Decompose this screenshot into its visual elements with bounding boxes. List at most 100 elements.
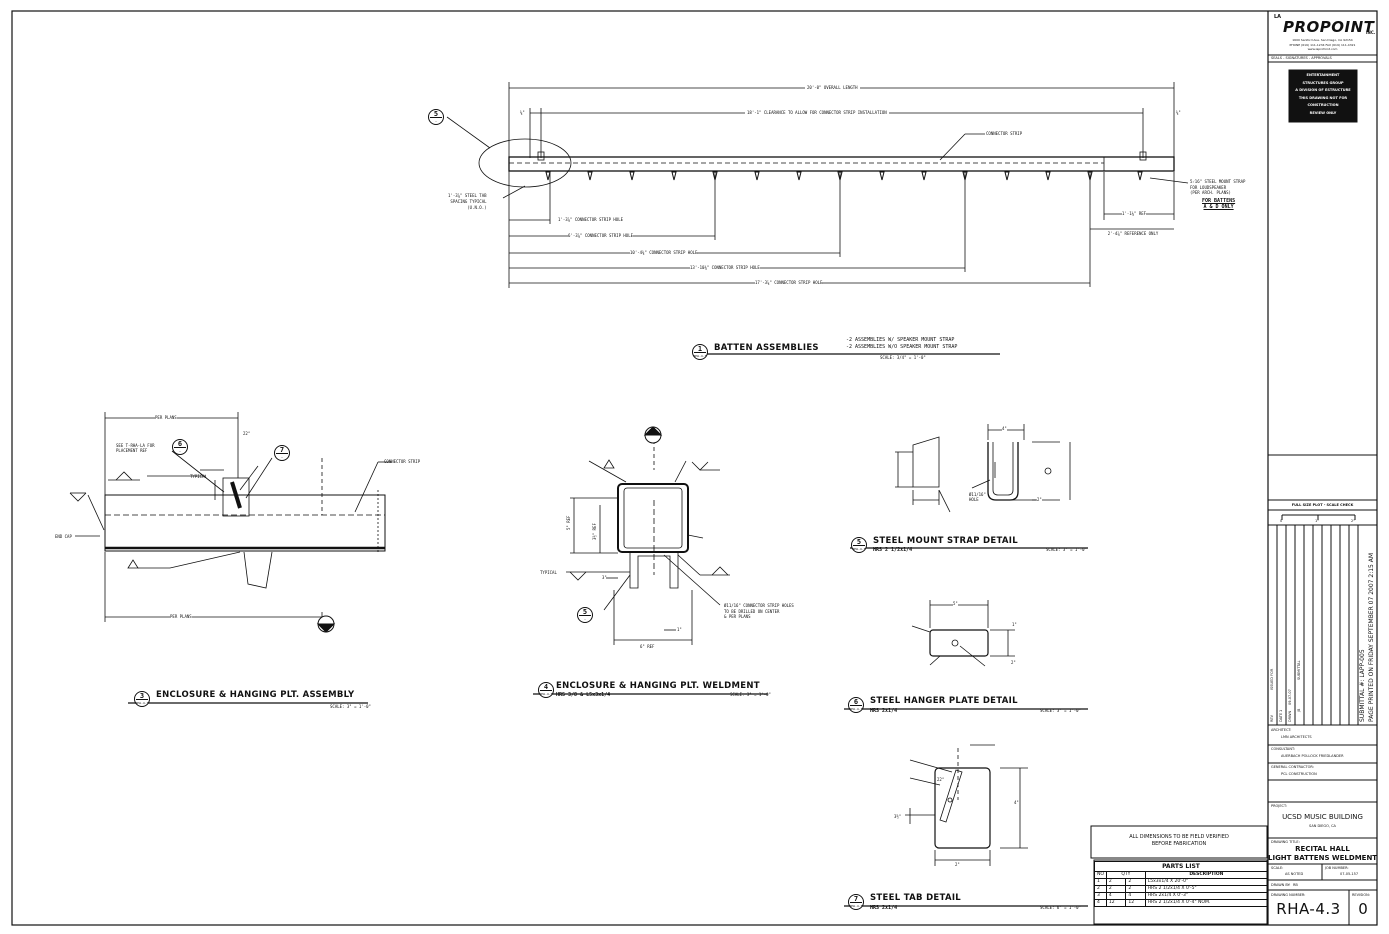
parts-title: PARTS LIST [1094,861,1268,872]
review-stamp: ENTERTAINMENT STRUCTURES GROUP A DIVISIO… [1289,72,1357,117]
parts-cell-qty2: 4 [1125,892,1146,900]
company-address: 1600 Sanford Ave. San Diego, CA 92154 PH… [1268,38,1377,52]
detail-5-title: STEEL MOUNT STRAP DETAIL [873,536,1018,546]
company-logo: PROPOINT [1283,18,1375,36]
d7-angle: 22° [937,777,945,782]
d4-hole-line-1: Ø11/16" CONNECTOR STRIP HOLES [724,603,794,608]
architect-label: ARCHITECT: [1271,728,1292,732]
d4-hole-note: Ø11/16" CONNECTOR STRIP HOLES TO BE DRIL… [724,603,794,620]
label-connector-strip: CONNECTOR STRIP [986,131,1023,136]
address-line-3: www.laprofoint.com [1307,47,1338,51]
d6-two-dim: 2" [1011,660,1016,665]
detail-1-note-2: -2 ASSEMBLIES W/O SPEAKER MOUNT STRAP [846,344,958,350]
project-location: SAN DIEGO, CA [1309,824,1336,828]
detail-7-scale: SCALE: 6" = 1'-0" [1040,905,1081,910]
d3-per-plans-bottom: PER PLANS [170,614,192,619]
detail-1-notes: -2 ASSEMBLIES W/ SPEAKER MOUNT STRAP -2 … [846,337,957,351]
d3-connector-strip: CONNECTOR STRIP [384,459,421,464]
drawn-label: DRAWN BY: [1271,883,1291,887]
parts-header-qty: QTY [1105,871,1146,879]
d4-hole-line-2: TO BE DRILLED ON CENTER [724,608,780,614]
field-note-line-2: BEFORE FABRICATION [1151,841,1207,847]
parts-header-row: NO QTY DESCRIPTION [1094,871,1269,879]
detail4-linework [566,440,730,645]
detail-1-scale: SCALE: 3/4" = 1'-0" [880,355,926,360]
job-value: 07-05-157 [1340,872,1359,876]
d3-typical: TYPICAL [190,474,207,479]
stamp-line-2: STRUCTURES GROUP [1302,80,1344,85]
consultant-value: AUERBACH POLLOCK FRIEDLANDER [1281,754,1344,758]
parts-row: 1 2 2 L5x3x1/4 X 20'-0" [1094,878,1269,886]
rev-header-rev: REV [1270,714,1274,722]
dim-right-small: ⅝" [1176,110,1181,115]
detail-1-note-1: -2 ASSEMBLIES W/ SPEAKER MOUNT STRAP [846,337,955,343]
field-verify-note: ALL DIMENSIONS TO BE FIELD VERIFIED BEFO… [1091,834,1267,848]
d4-ref-bottom: 6" REF [640,644,655,649]
callout-bubble-5b: 5— [577,607,593,623]
dim-clearance: 18'-1" CLEARANCE TO ALLOW FOR CONNECTOR … [745,110,889,115]
d4-ref-left2: 3½" REF [592,523,597,540]
parts-row: 2 2 2 HRS 2 1/2x1/4 X 0'-5" [1094,885,1269,893]
revision-number: 0 [1358,900,1368,918]
drawing-title-label: DRAWING TITLE: [1271,840,1300,844]
d5-hole-line-2: HOLE [969,497,979,502]
rev-value-date: 09-07-07 [1288,689,1292,705]
parts-cell-qty2: 12 [1125,899,1146,907]
detail-3-title: ENCLOSURE & HANGING PLT. ASSEMBLY [156,690,355,700]
callout-bubble-6: 6— [172,439,188,455]
dim-ref-2: 2'-4⅞" REFERENCE ONLY [1107,231,1159,236]
revision-label: REVISION: [1352,893,1370,897]
section-markers [316,426,663,633]
sheet-border [11,10,1378,926]
battens-only-line-1: FOR BATTENS [1202,198,1236,204]
scale-mark-0: 0 [1280,519,1283,523]
submittal-note: SUBMITTAL #: LAPP-005 [1359,649,1366,722]
detail-6-scale: SCALE: 3" = 1'-0" [1040,708,1081,713]
rev-value-rev: 1 [1279,709,1283,712]
rev-header-issued: ISSUED FOR [1270,668,1274,690]
drawing-title: RECITAL HALL LIGHT BATTENS WELDMENT [1268,845,1377,863]
parts-cell-qty2: 2 [1125,878,1146,886]
stamp-line-6: REVIEW ONLY [1309,110,1337,115]
rev-value-issued: SUBMITTAL [1297,660,1301,680]
d3-angle: 22° [243,431,251,436]
stamp-line-5: CONSTRUCTION [1307,103,1339,107]
d5-hole-note: Ø11/16" HOLE [969,492,986,502]
detail3-linework [69,412,392,630]
tab-spacing-line-3: (U.N.O.) [467,205,487,210]
speaker-strap-line-3: (PER ARCH. PLANS) [1190,190,1231,195]
scale-label: SCALE: [1271,866,1284,870]
speaker-strap-line-2: FOR LOUDSPEAKER [1190,184,1227,190]
dim-hole-5: 17'-3⅞" CONNECTOR STRIP HOLE [755,280,823,285]
parts-cell-desc: HRS 2x1/4 X 0'-3" [1144,892,1269,900]
d3-see-line-1: SEE T-RHA-LA FOR [116,443,155,448]
d5-top-dim: 4" [1002,426,1007,431]
consultant-label: CONSULTANT: [1271,747,1295,751]
address-line-1: 1600 Sanford Ave. San Diego, CA 92154 [1292,38,1353,42]
stamp-line-4: THIS DRAWING NOT FOR [1298,95,1348,100]
detail-3-scale: SCALE: 3" = 1'-0" [330,704,371,709]
detail-7-title: STEEL TAB DETAIL [870,893,962,903]
scale-value: AS NOTED [1285,872,1304,876]
dim-overall: 20'-0" OVERALL LENGTH [805,85,860,90]
parts-cell-qty1: 2 [1105,885,1127,893]
d4-hole-line-3: & PER PLANS [724,614,751,619]
d5-hole-line-1: Ø11/16" [969,492,986,497]
seal-label: SEALS - SIGNATURES - APPROVALS [1271,56,1332,60]
label-battens-only: FOR BATTENS A & D ONLY [1202,198,1235,210]
parts-row: 3 4 4 HRS 2x1/4 X 0'-3" [1094,892,1269,900]
parts-cell-no: 3 [1094,892,1107,900]
scale-mark-1: 1" [1315,519,1319,523]
company-suffix: INC. [1366,30,1376,35]
parts-cell-qty1: 4 [1105,892,1127,900]
callout-bubble-5: 5— [428,109,444,125]
dim-hole-3: 10'-4⅜" CONNECTOR STRIP HOLE [630,250,698,255]
scale-mark-2: 2" [1351,519,1355,523]
d6-top-dim: 5" [953,601,958,606]
printed-note: PAGE PRINTED ON FRIDAY SEPTEMBER 07 2007… [1368,552,1375,722]
drawn-value: RB [1293,883,1298,887]
parts-title-row: PARTS LIST [1094,861,1268,872]
